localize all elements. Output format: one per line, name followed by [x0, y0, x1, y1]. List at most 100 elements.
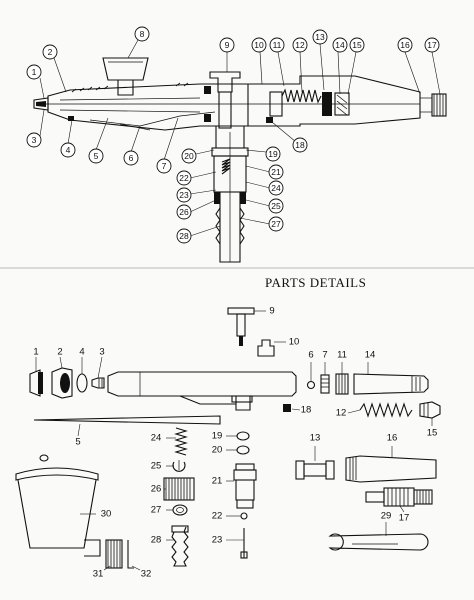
- handle-section: [248, 75, 447, 127]
- callout-13: 13: [312, 29, 328, 45]
- part-15-needle-chuck: [419, 401, 441, 419]
- svg-text:7: 7: [162, 161, 167, 171]
- label-part-5: 5: [75, 437, 80, 448]
- part-13-valve-body: [295, 460, 335, 480]
- callout-10: 10: [251, 37, 267, 53]
- callout-1: 1: [26, 64, 42, 80]
- svg-text:11: 11: [273, 40, 282, 50]
- label-part-2: 2: [57, 347, 62, 358]
- label-part-3: 3: [99, 347, 104, 358]
- label-part-18: 18: [301, 405, 312, 416]
- label-part-22: 22: [212, 511, 223, 522]
- part-main-body: [107, 371, 297, 411]
- callout-11: 11: [269, 37, 285, 53]
- part-25-clip: [172, 460, 186, 472]
- part-30-color-cup: [15, 454, 101, 557]
- callout-23: 23: [176, 187, 192, 203]
- label-part-13: 13: [310, 433, 321, 444]
- label-part-19: 19: [212, 431, 223, 442]
- callout-8: 8: [134, 26, 150, 42]
- label-part-7: 7: [322, 350, 327, 361]
- part-19-oring: [236, 431, 250, 441]
- color-cup-assembly: [102, 57, 149, 96]
- svg-text:16: 16: [400, 40, 410, 50]
- part-12-spring: [359, 402, 413, 418]
- part-10-lever: [257, 339, 286, 357]
- callout-18: 18: [292, 137, 308, 153]
- part-26-knurled-nut: [163, 477, 195, 501]
- svg-text:2: 2: [48, 47, 53, 57]
- part-21-valve-housing: [233, 463, 257, 509]
- part-31-cup-ring: [105, 539, 123, 569]
- assembly-leaders: [39, 39, 441, 237]
- section-title: PARTS DETAILS: [265, 275, 366, 290]
- label-part-6: 6: [308, 350, 313, 361]
- trigger-section: [209, 71, 241, 129]
- part-9-trigger: [227, 307, 266, 346]
- callout-6: 6: [123, 150, 139, 166]
- svg-text:4: 4: [66, 145, 71, 155]
- assembly-callouts: 1 2 3 4 5 6 7 8 9 10 11 12 13 14 15 16 1…: [26, 26, 440, 244]
- label-part-30: 30: [101, 509, 112, 520]
- label-part-17: 17: [399, 513, 410, 524]
- callout-19: 19: [265, 146, 281, 162]
- callout-14: 14: [332, 37, 348, 53]
- label-part-27: 27: [151, 505, 162, 516]
- callout-21: 21: [268, 164, 284, 180]
- svg-text:15: 15: [352, 40, 362, 50]
- svg-text:22: 22: [179, 173, 189, 183]
- parts-labels: 1 2 4 3 9 10 6 7 11 14 12 15 18 5 13 16 …: [33, 306, 437, 580]
- callout-12: 12: [292, 37, 308, 53]
- label-part-32: 32: [141, 569, 152, 580]
- part-23-valve-stem: [240, 528, 248, 559]
- svg-text:13: 13: [315, 32, 325, 42]
- callout-9: 9: [219, 37, 235, 53]
- svg-text:21: 21: [271, 167, 281, 177]
- part-4-ring: [76, 373, 88, 393]
- svg-text:3: 3: [32, 135, 37, 145]
- label-part-31: 31: [93, 569, 104, 580]
- label-part-29: 29: [381, 511, 392, 522]
- svg-text:17: 17: [427, 40, 437, 50]
- callout-17: 17: [424, 37, 440, 53]
- part-6-oring: [306, 380, 316, 390]
- svg-text:9: 9: [225, 40, 230, 50]
- svg-text:27: 27: [271, 219, 281, 229]
- label-part-16: 16: [387, 433, 398, 444]
- svg-text:12: 12: [295, 40, 305, 50]
- parts-details-drawing: 1 2 4 3 9 10 6 7 11 14 12 15 18 5 13 16 …: [15, 306, 441, 580]
- callout-5: 5: [88, 148, 104, 164]
- part-3-nozzle: [91, 377, 105, 389]
- part-20-oring: [236, 445, 250, 455]
- part-28-hose-fitting: [171, 525, 189, 567]
- callout-7: 7: [156, 158, 172, 174]
- part-11-nut: [335, 373, 349, 395]
- part-7-guide: [320, 374, 330, 394]
- body-section: [33, 82, 420, 131]
- part-24-valve-spring: [174, 427, 188, 456]
- callout-16: 16: [397, 37, 413, 53]
- part-2-nozzle-cap: [51, 367, 73, 399]
- label-part-28: 28: [151, 535, 162, 546]
- callout-27: 27: [268, 216, 284, 232]
- part-1-needle-cap: [29, 369, 43, 397]
- label-part-24: 24: [151, 433, 162, 444]
- part-29-wrench: [328, 533, 429, 551]
- part-18-screw: [283, 404, 291, 412]
- label-part-11: 11: [337, 350, 347, 361]
- callout-22: 22: [176, 170, 192, 186]
- parts-leaders: [35, 356, 433, 571]
- svg-text:25: 25: [271, 201, 281, 211]
- label-part-23: 23: [212, 535, 223, 546]
- callout-25: 25: [268, 198, 284, 214]
- part-32-cup-clip: [127, 540, 134, 569]
- label-part-10: 10: [289, 337, 300, 348]
- air-valve-section: [211, 126, 249, 263]
- svg-text:1: 1: [32, 67, 37, 77]
- label-part-4: 4: [79, 347, 84, 358]
- svg-text:23: 23: [179, 190, 189, 200]
- svg-text:14: 14: [335, 40, 345, 50]
- callout-2: 2: [42, 44, 58, 60]
